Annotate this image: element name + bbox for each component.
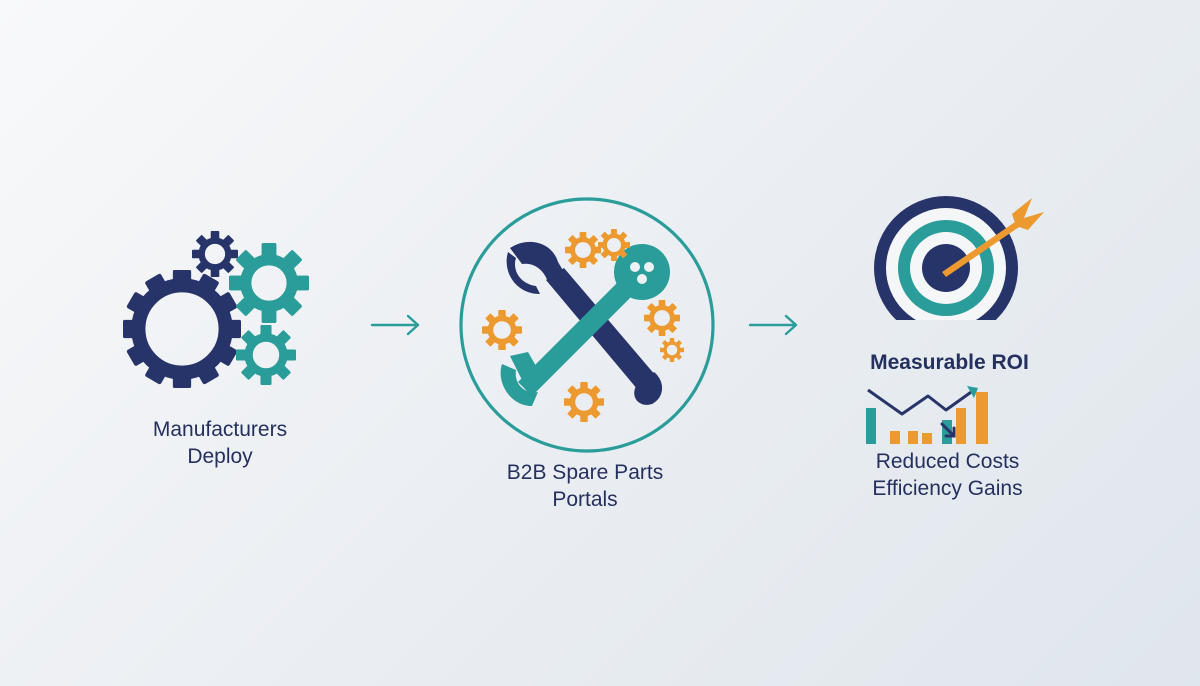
step-3-title: Measurable ROI [842, 349, 1057, 376]
orange-gear-icon [564, 382, 604, 422]
step-2-label: B2B Spare Parts Portals [455, 459, 715, 513]
step-3-line1: Reduced Costs [875, 450, 1020, 473]
step-1-label: Manufacturers Deploy [120, 416, 320, 470]
target-icon [874, 196, 1044, 320]
gear-teal-top-icon [229, 243, 309, 323]
trend-bars [866, 392, 988, 444]
arrow-right-icon [370, 314, 420, 336]
teal-wrench-icon [500, 244, 670, 406]
arrow-right-icon [748, 314, 798, 336]
orange-gear-icon [644, 300, 680, 336]
gear-small-navy-icon [192, 231, 238, 277]
step-1-line1: Manufacturers [152, 418, 288, 441]
gear-teal-bottom-icon [236, 325, 296, 385]
orange-gear-icon [565, 232, 601, 268]
step-2-line2: Portals [552, 488, 618, 511]
step-3-line2: Efficiency Gains [872, 477, 1023, 500]
step-1-line2: Deploy [187, 445, 253, 468]
step-2-line1: B2B Spare Parts [506, 461, 664, 484]
navy-wrench-icon [506, 241, 663, 405]
roi-title: Measurable ROI [870, 351, 1029, 374]
orange-gear-icon [660, 338, 684, 362]
portal-circle [459, 197, 715, 453]
gears-icon [118, 225, 318, 400]
orange-gear-icon [482, 310, 522, 350]
wrench-icon [459, 197, 715, 453]
step-3-subtext: Reduced Costs Efficiency Gains [835, 448, 1060, 502]
arrow-dart-icon [942, 198, 1044, 277]
gear-large-icon [123, 270, 241, 388]
orange-gear-icon [598, 229, 630, 261]
bar-chart-icon [866, 386, 988, 444]
trend-line [867, 388, 975, 416]
